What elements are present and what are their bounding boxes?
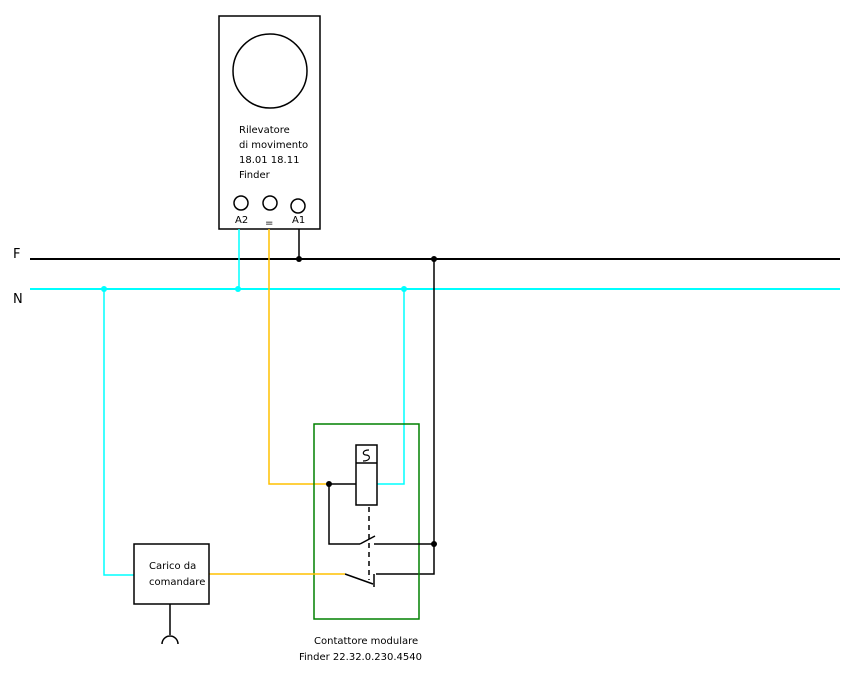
wire-phase-to-contacts xyxy=(376,259,435,575)
wire-detector-output-to-coil xyxy=(268,229,329,485)
detector-body xyxy=(218,15,321,230)
hold-contact-blade xyxy=(359,535,376,545)
plug-socket-icon xyxy=(161,635,179,645)
load-body xyxy=(133,543,210,605)
detector-label-line-2: di movimento xyxy=(239,140,308,151)
terminal-a2-label: A2 xyxy=(235,215,248,226)
coil-body xyxy=(355,444,378,506)
contactor-caption-line-1: Contattore modulare xyxy=(314,636,418,647)
load-label-line-2: comandare xyxy=(149,577,205,588)
detector-label-line-4: Finder xyxy=(239,170,271,181)
contactor-coil xyxy=(329,444,378,506)
ac-symbol-icon xyxy=(362,449,370,462)
terminal-a2 xyxy=(233,195,249,211)
wire-hold-contact-left xyxy=(328,484,360,545)
contactor-frame xyxy=(313,423,420,620)
detector-label-line-1: Rilevatore xyxy=(239,125,290,136)
terminal-a1 xyxy=(290,198,306,214)
neutral-bus-label: N xyxy=(13,292,23,307)
junction-dot xyxy=(235,286,241,292)
phase-bus-label: F xyxy=(13,247,20,262)
junction-dot xyxy=(296,256,302,262)
terminal-output xyxy=(262,195,278,211)
terminal-a1-label: A1 xyxy=(292,215,305,226)
wire-neutral-to-load xyxy=(103,289,135,576)
detector-sensor-lens xyxy=(232,33,308,109)
junction-dot xyxy=(431,541,437,547)
load-label-line-1: Carico da xyxy=(149,561,196,572)
load-contact-blade xyxy=(344,573,374,585)
detector-label-line-3: 18.01 18.11 xyxy=(239,155,299,166)
contactor-caption-line-2: Finder 22.32.0.230.4540 xyxy=(299,652,422,663)
wire-neutral-to-coil xyxy=(377,289,405,485)
motion-detector: Rilevatore di movimento 18.01 18.11 Find… xyxy=(218,15,321,230)
terminal-output-label: = xyxy=(265,218,273,229)
load: Carico da comandare xyxy=(133,543,210,645)
